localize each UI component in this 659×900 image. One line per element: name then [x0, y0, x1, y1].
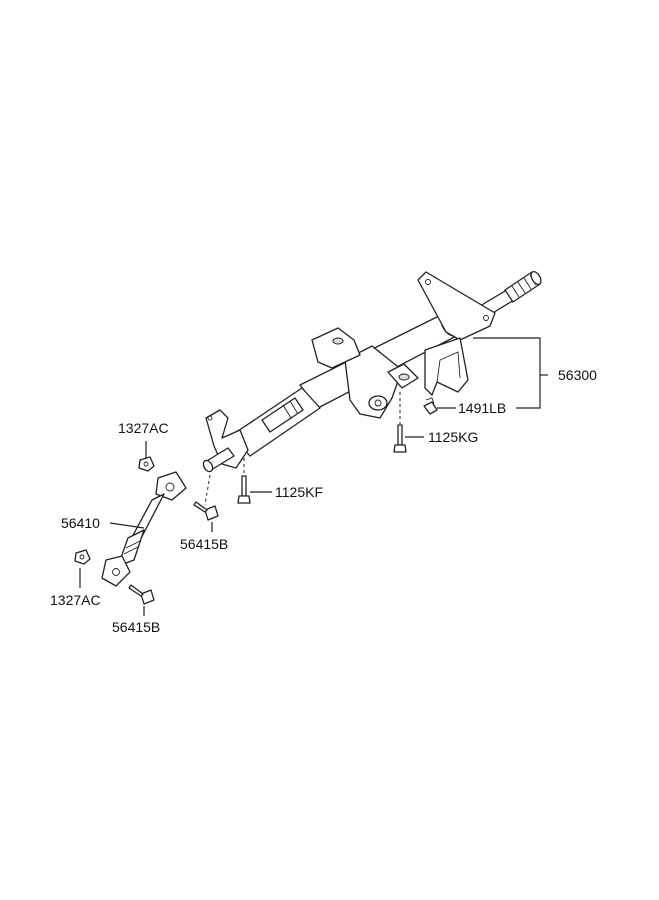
label-56300: 56300 — [558, 367, 597, 383]
label-1327ac-upper: 1327AC — [118, 420, 169, 436]
label-1125kg: 1125KG — [428, 429, 478, 445]
label-1125kf: 1125KF — [275, 484, 323, 500]
steering-column-assembly — [202, 270, 542, 473]
label-56415b-lower: 56415B — [112, 619, 160, 635]
bolt-56415b-upper — [193, 501, 219, 521]
nut-1327ac-lower — [74, 549, 91, 565]
clip-1491lb — [423, 397, 438, 415]
label-56415b-upper: 56415B — [180, 536, 228, 552]
bolt-1125kg — [393, 424, 407, 453]
intermediate-shaft — [101, 471, 187, 587]
bolt-56415b-lower — [128, 584, 155, 605]
label-1491lb: 1491LB — [458, 400, 506, 416]
nut-1327ac-upper — [138, 456, 155, 472]
label-1327ac-lower: 1327AC — [50, 592, 101, 608]
bolt-1125kf — [237, 475, 251, 504]
label-56410: 56410 — [61, 515, 100, 531]
